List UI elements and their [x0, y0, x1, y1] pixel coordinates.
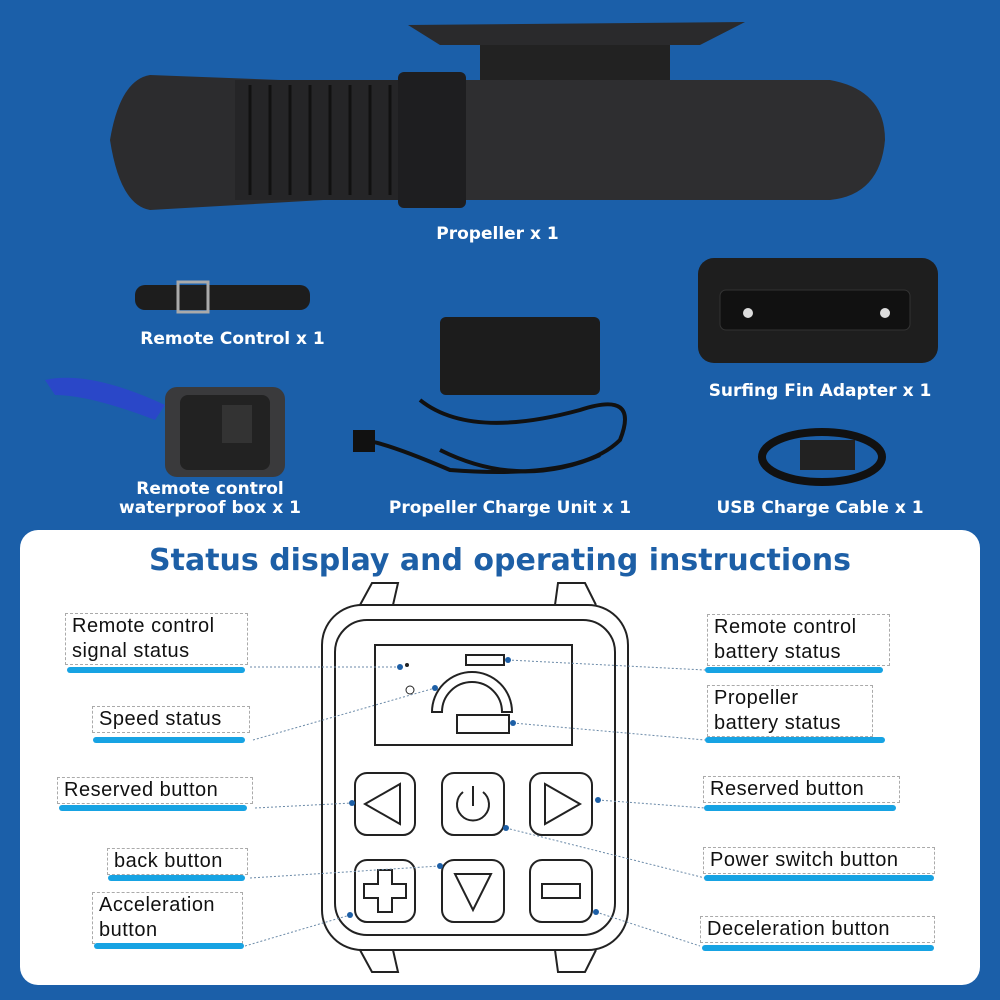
label-text: Remote control — [72, 615, 215, 637]
label-propeller-battery: Propeller battery status — [707, 685, 873, 737]
fin-adapter-caption: Surfing Fin Adapter x 1 — [708, 381, 932, 401]
remote-control-caption: Remote Control x 1 — [140, 329, 325, 349]
underline — [704, 805, 896, 811]
label-text: button — [99, 919, 158, 941]
underline — [705, 737, 885, 743]
label-text: Remote control — [714, 616, 857, 638]
waterproof-box-caption-line2: waterproof box x 1 — [119, 498, 301, 518]
label-text: Propeller — [714, 687, 799, 709]
usb-cable-image — [758, 428, 886, 486]
label-text: battery status — [714, 712, 842, 734]
label-signal-status: Remote control signal status — [65, 613, 248, 665]
usb-cable-caption: USB Charge Cable x 1 — [716, 498, 924, 518]
label-power-switch: Power switch button — [703, 847, 935, 874]
underline — [704, 875, 934, 881]
underline — [705, 667, 883, 673]
label-reserved-right: Reserved button — [703, 776, 900, 803]
label-speed-status: Speed status — [92, 706, 250, 733]
underline — [94, 943, 244, 949]
underline — [59, 805, 247, 811]
product-images — [45, 22, 938, 486]
fin-adapter-image — [698, 258, 938, 363]
label-rc-battery: Remote control battery status — [707, 614, 890, 666]
label-text: battery status — [714, 641, 842, 663]
waterproof-box-image — [45, 377, 285, 477]
label-deceleration: Deceleration button — [700, 916, 935, 943]
panel-title: Status display and operating instruction… — [149, 543, 851, 578]
propeller-caption: Propeller x 1 — [436, 224, 559, 244]
label-back-button: back button — [107, 848, 248, 875]
charge-unit-image — [353, 317, 627, 474]
propeller-image — [110, 22, 885, 210]
underline — [67, 667, 245, 673]
remote-control-image — [135, 280, 310, 314]
charge-unit-caption: Propeller Charge Unit x 1 — [388, 498, 632, 518]
underline — [108, 875, 245, 881]
underline — [93, 737, 245, 743]
label-acceleration: Acceleration button — [92, 892, 243, 944]
waterproof-box-caption-line1: Remote control — [136, 479, 284, 499]
label-reserved-left: Reserved button — [57, 777, 253, 804]
underline — [702, 945, 934, 951]
label-text: Acceleration — [99, 894, 216, 916]
label-text: signal status — [72, 640, 190, 662]
